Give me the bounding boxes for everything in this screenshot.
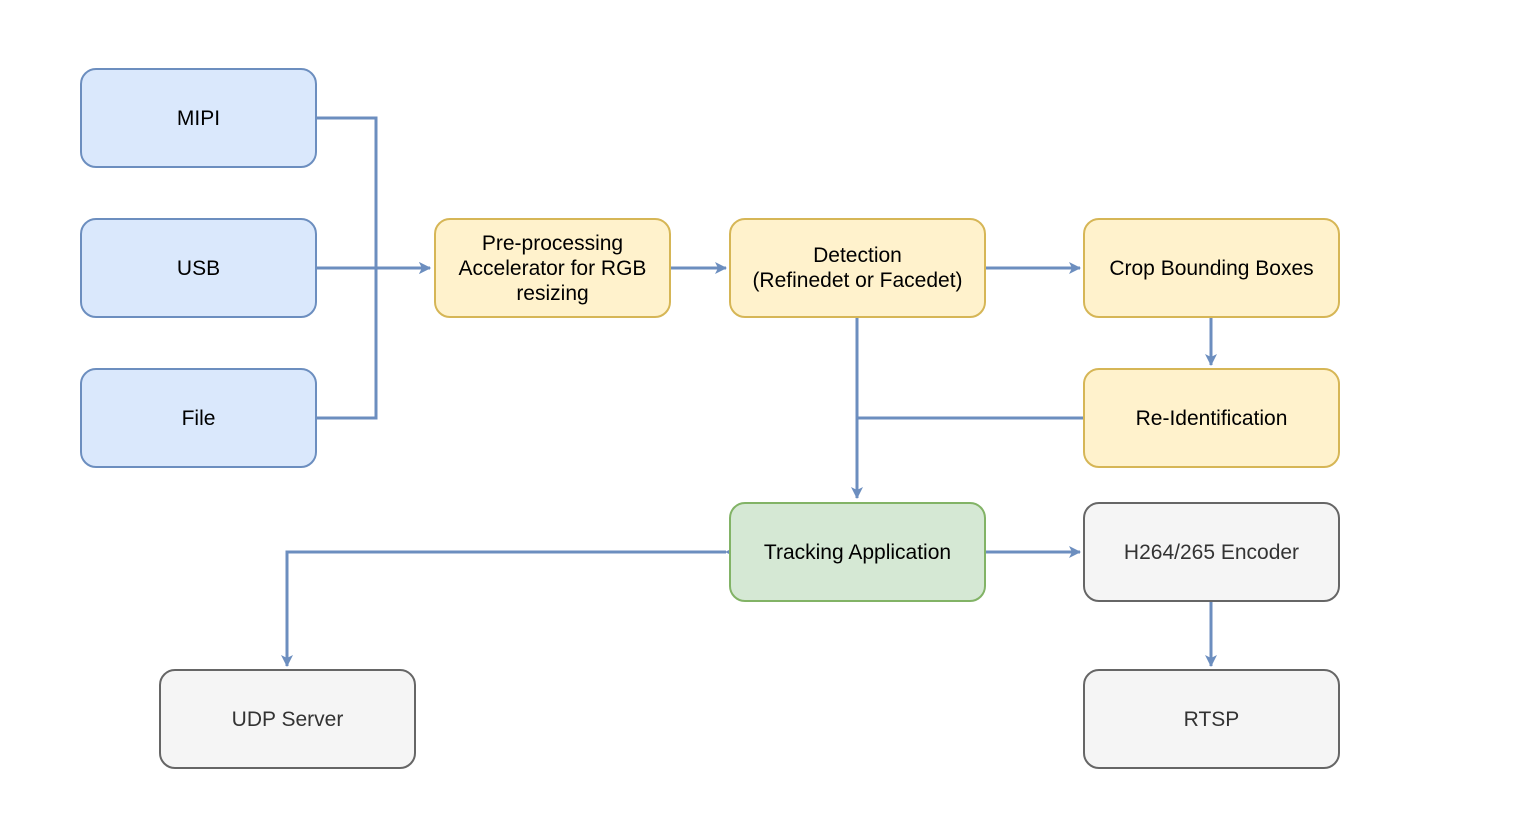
node-udp-label: UDP Server [231, 707, 344, 731]
node-preprocessing-line-3: resizing [516, 281, 589, 305]
node-usb-label: USB [176, 256, 221, 280]
node-preprocessing-text: Pre-processing Accelerator for RGB resiz… [459, 231, 647, 306]
node-re-identification: Re-Identification [1083, 368, 1340, 468]
node-detection: Detection (Refinedet or Facedet) [729, 218, 986, 318]
node-file: File [80, 368, 317, 468]
edge-mipi-to-pre [317, 116, 431, 274]
node-preprocessing-line-1: Pre-processing [481, 231, 624, 255]
node-h264-265-encoder: H264/265 Encoder [1083, 502, 1340, 602]
node-file-label: File [181, 406, 216, 430]
node-detection-line-2: (Refinedet or Facedet) [752, 269, 963, 292]
node-encoder-label: H264/265 Encoder [1123, 540, 1300, 564]
node-rtsp: RTSP [1083, 669, 1340, 769]
edge-tracking-udp-bidirectional [281, 546, 737, 667]
node-detection-line-1: Detection [813, 244, 902, 267]
node-udp-server: UDP Server [159, 669, 416, 769]
node-rtsp-label: RTSP [1183, 707, 1240, 731]
edge-file-to-pre [317, 268, 378, 420]
node-preprocessing-accelerator: Pre-processing Accelerator for RGB resiz… [434, 218, 671, 318]
node-mipi-label: MIPI [176, 106, 221, 130]
node-detection-text: Detection (Refinedet or Facedet) [752, 243, 962, 293]
node-tracking-label: Tracking Application [763, 540, 952, 564]
node-mipi: MIPI [80, 68, 317, 168]
node-preprocessing-line-2: Accelerator for RGB [458, 256, 647, 280]
node-reid-label: Re-Identification [1135, 406, 1288, 430]
node-tracking-application: Tracking Application [729, 502, 986, 602]
node-crop-label: Crop Bounding Boxes [1109, 256, 1314, 280]
node-usb: USB [80, 218, 317, 318]
node-crop-bounding-boxes: Crop Bounding Boxes [1083, 218, 1340, 318]
